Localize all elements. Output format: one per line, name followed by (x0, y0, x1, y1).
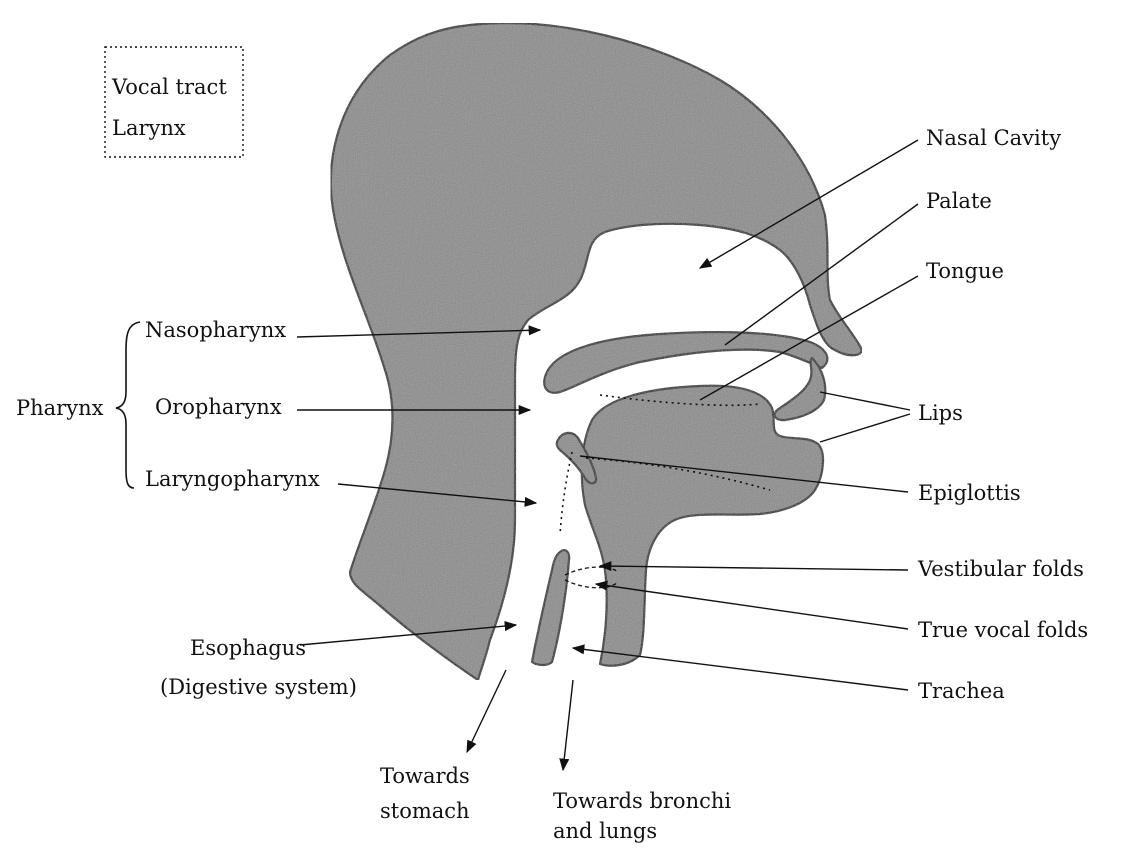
legend-larynx: Larynx (112, 116, 186, 140)
leader-lips-lower (820, 414, 910, 442)
laryngeal-inlet-dotted (560, 452, 572, 535)
label-vestibular-folds: Vestibular folds (917, 557, 1084, 581)
label-nasal-cavity: Nasal Cavity (926, 126, 1061, 150)
label-towards-stomach-line1: Towards (380, 764, 470, 788)
label-esophagus: Esophagus (190, 636, 306, 660)
esophagus-note-close-paren: ) (349, 675, 357, 699)
label-laryngopharynx: Laryngopharynx (145, 467, 320, 491)
label-pharynx: Pharynx (16, 396, 104, 420)
legend: Vocal tract Larynx (105, 47, 243, 157)
legend-box (105, 47, 243, 157)
label-towards-stomach-line2: stomach (380, 799, 470, 823)
leader-lips-upper (820, 392, 910, 410)
label-esophagus-note: (Digestive system) (160, 675, 357, 699)
anatomy (331, 23, 862, 680)
esophagus-note-text: Digestive system (168, 675, 349, 699)
tongue-jaw-shape (582, 386, 823, 666)
esophagus-note-open-paren: ( (160, 675, 168, 699)
label-towards-lungs-line2: and lungs (553, 819, 657, 843)
label-nasopharynx: Nasopharynx (145, 318, 286, 342)
label-epiglottis: Epiglottis (918, 481, 1021, 505)
leader-towards-lungs (563, 680, 573, 770)
label-true-vocal-folds: True vocal folds (918, 618, 1088, 642)
label-trachea: Trachea (918, 679, 1005, 703)
leader-towards-stomach (467, 670, 506, 752)
legend-vocal-tract: Vocal tract (111, 75, 227, 99)
pharynx-brace (116, 322, 140, 488)
label-oropharynx: Oropharynx (155, 395, 282, 419)
label-palate: Palate (926, 189, 992, 213)
arytenoid-shape (532, 550, 569, 665)
label-towards-lungs-line1: Towards bronchi (553, 789, 731, 813)
label-tongue: Tongue (926, 259, 1004, 283)
palate-shape (544, 332, 827, 393)
leader-trachea (573, 648, 908, 690)
label-lips: Lips (918, 401, 963, 425)
upper-lip-shape (775, 358, 826, 420)
